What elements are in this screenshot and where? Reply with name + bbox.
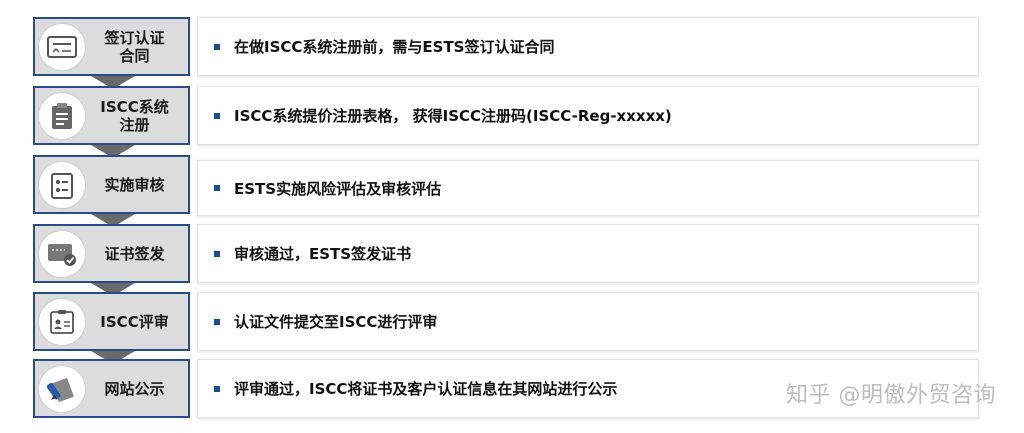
pen-paper-icon bbox=[39, 365, 85, 412]
description-text: ISCC系统提价注册表格， 获得ISCC注册码(ISCC-Reg-xxxxx) bbox=[234, 107, 672, 125]
flow-arrow-3 bbox=[91, 214, 135, 227]
step-description-certificate: 审核通过，ESTS签发证书 bbox=[197, 224, 979, 283]
contract-icon bbox=[39, 23, 85, 70]
description-text: 认证文件提交至ISCC进行评审 bbox=[234, 313, 438, 331]
flow-arrow-2 bbox=[91, 145, 135, 158]
bullet-icon bbox=[214, 318, 220, 325]
bullet-icon bbox=[214, 385, 220, 392]
watermark: 知乎 @明傲外贸咨询 bbox=[786, 383, 996, 408]
step-box-registration: ISCC系统 注册 bbox=[33, 86, 190, 145]
step-description-review: 认证文件提交至ISCC进行评审 bbox=[197, 292, 979, 351]
step-box-review: ISCC评审 bbox=[33, 292, 190, 351]
description-text: 在做ISCC系统注册前，需与ESTS签订认证合同 bbox=[234, 38, 555, 56]
clipboard-form-icon bbox=[39, 92, 85, 139]
step-label-certificate: 证书签发 bbox=[104, 244, 165, 263]
step-description-publish: 评审通过，ISCC将证书及客户认证信息在其网站进行公示 bbox=[197, 359, 979, 418]
step-description-registration: ISCC系统提价注册表格， 获得ISCC注册码(ISCC-Reg-xxxxx) bbox=[197, 86, 979, 145]
step-label-review: ISCC评审 bbox=[100, 312, 169, 331]
step-label-publish: 网站公示 bbox=[104, 379, 165, 398]
checklist-icon bbox=[39, 161, 85, 208]
description-text: ESTS实施风险评估及审核评估 bbox=[234, 179, 442, 198]
step-description-contract: 在做ISCC系统注册前，需与ESTS签订认证合同 bbox=[197, 17, 979, 76]
step-label-audit: 实施审核 bbox=[104, 175, 165, 194]
bullet-icon bbox=[214, 43, 220, 50]
id-card-icon bbox=[39, 298, 85, 345]
step-box-publish: 网站公示 bbox=[33, 359, 190, 418]
step-box-contract: 签订认证 合同 bbox=[33, 17, 190, 76]
step-description-audit: ESTS实施风险评估及审核评估 bbox=[197, 160, 979, 216]
step-box-certificate: 证书签发 bbox=[33, 224, 190, 283]
flow-arrow-1 bbox=[91, 76, 135, 89]
description-text: 审核通过，ESTS签发证书 bbox=[234, 245, 412, 263]
bullet-icon bbox=[214, 250, 220, 257]
description-text: 评审通过，ISCC将证书及客户认证信息在其网站进行公示 bbox=[234, 380, 618, 398]
bullet-icon bbox=[214, 112, 220, 119]
step-label-contract: 签订认证 合同 bbox=[104, 28, 165, 65]
bullet-icon bbox=[214, 185, 220, 191]
certificate-icon bbox=[39, 230, 85, 277]
step-label-registration: ISCC系统 注册 bbox=[100, 97, 169, 134]
step-box-audit: 实施审核 bbox=[33, 155, 190, 214]
